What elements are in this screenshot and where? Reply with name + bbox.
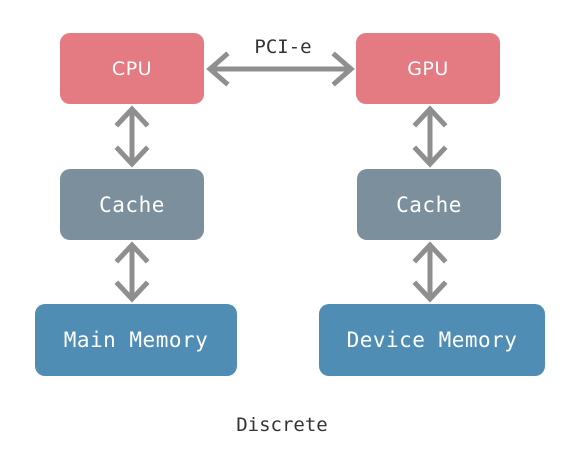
- pci-e-arrow: [206, 51, 355, 87]
- cpu-box: CPU: [60, 33, 204, 104]
- main-memory-box: Main Memory: [35, 304, 237, 376]
- cache-main-memory-arrow: [114, 241, 150, 303]
- device-cache-box: Cache: [357, 169, 501, 240]
- gpu-cache-arrow: [412, 105, 448, 168]
- cpu-cache-arrow: [114, 105, 150, 168]
- diagram-caption: Discrete: [236, 414, 328, 436]
- pci-e-label: PCI-e: [254, 36, 312, 58]
- host-cache-box: Cache: [60, 169, 204, 240]
- device-memory-box: Device Memory: [319, 304, 545, 376]
- cache-device-memory-arrow: [412, 241, 448, 303]
- gpu-box: GPU: [356, 33, 500, 104]
